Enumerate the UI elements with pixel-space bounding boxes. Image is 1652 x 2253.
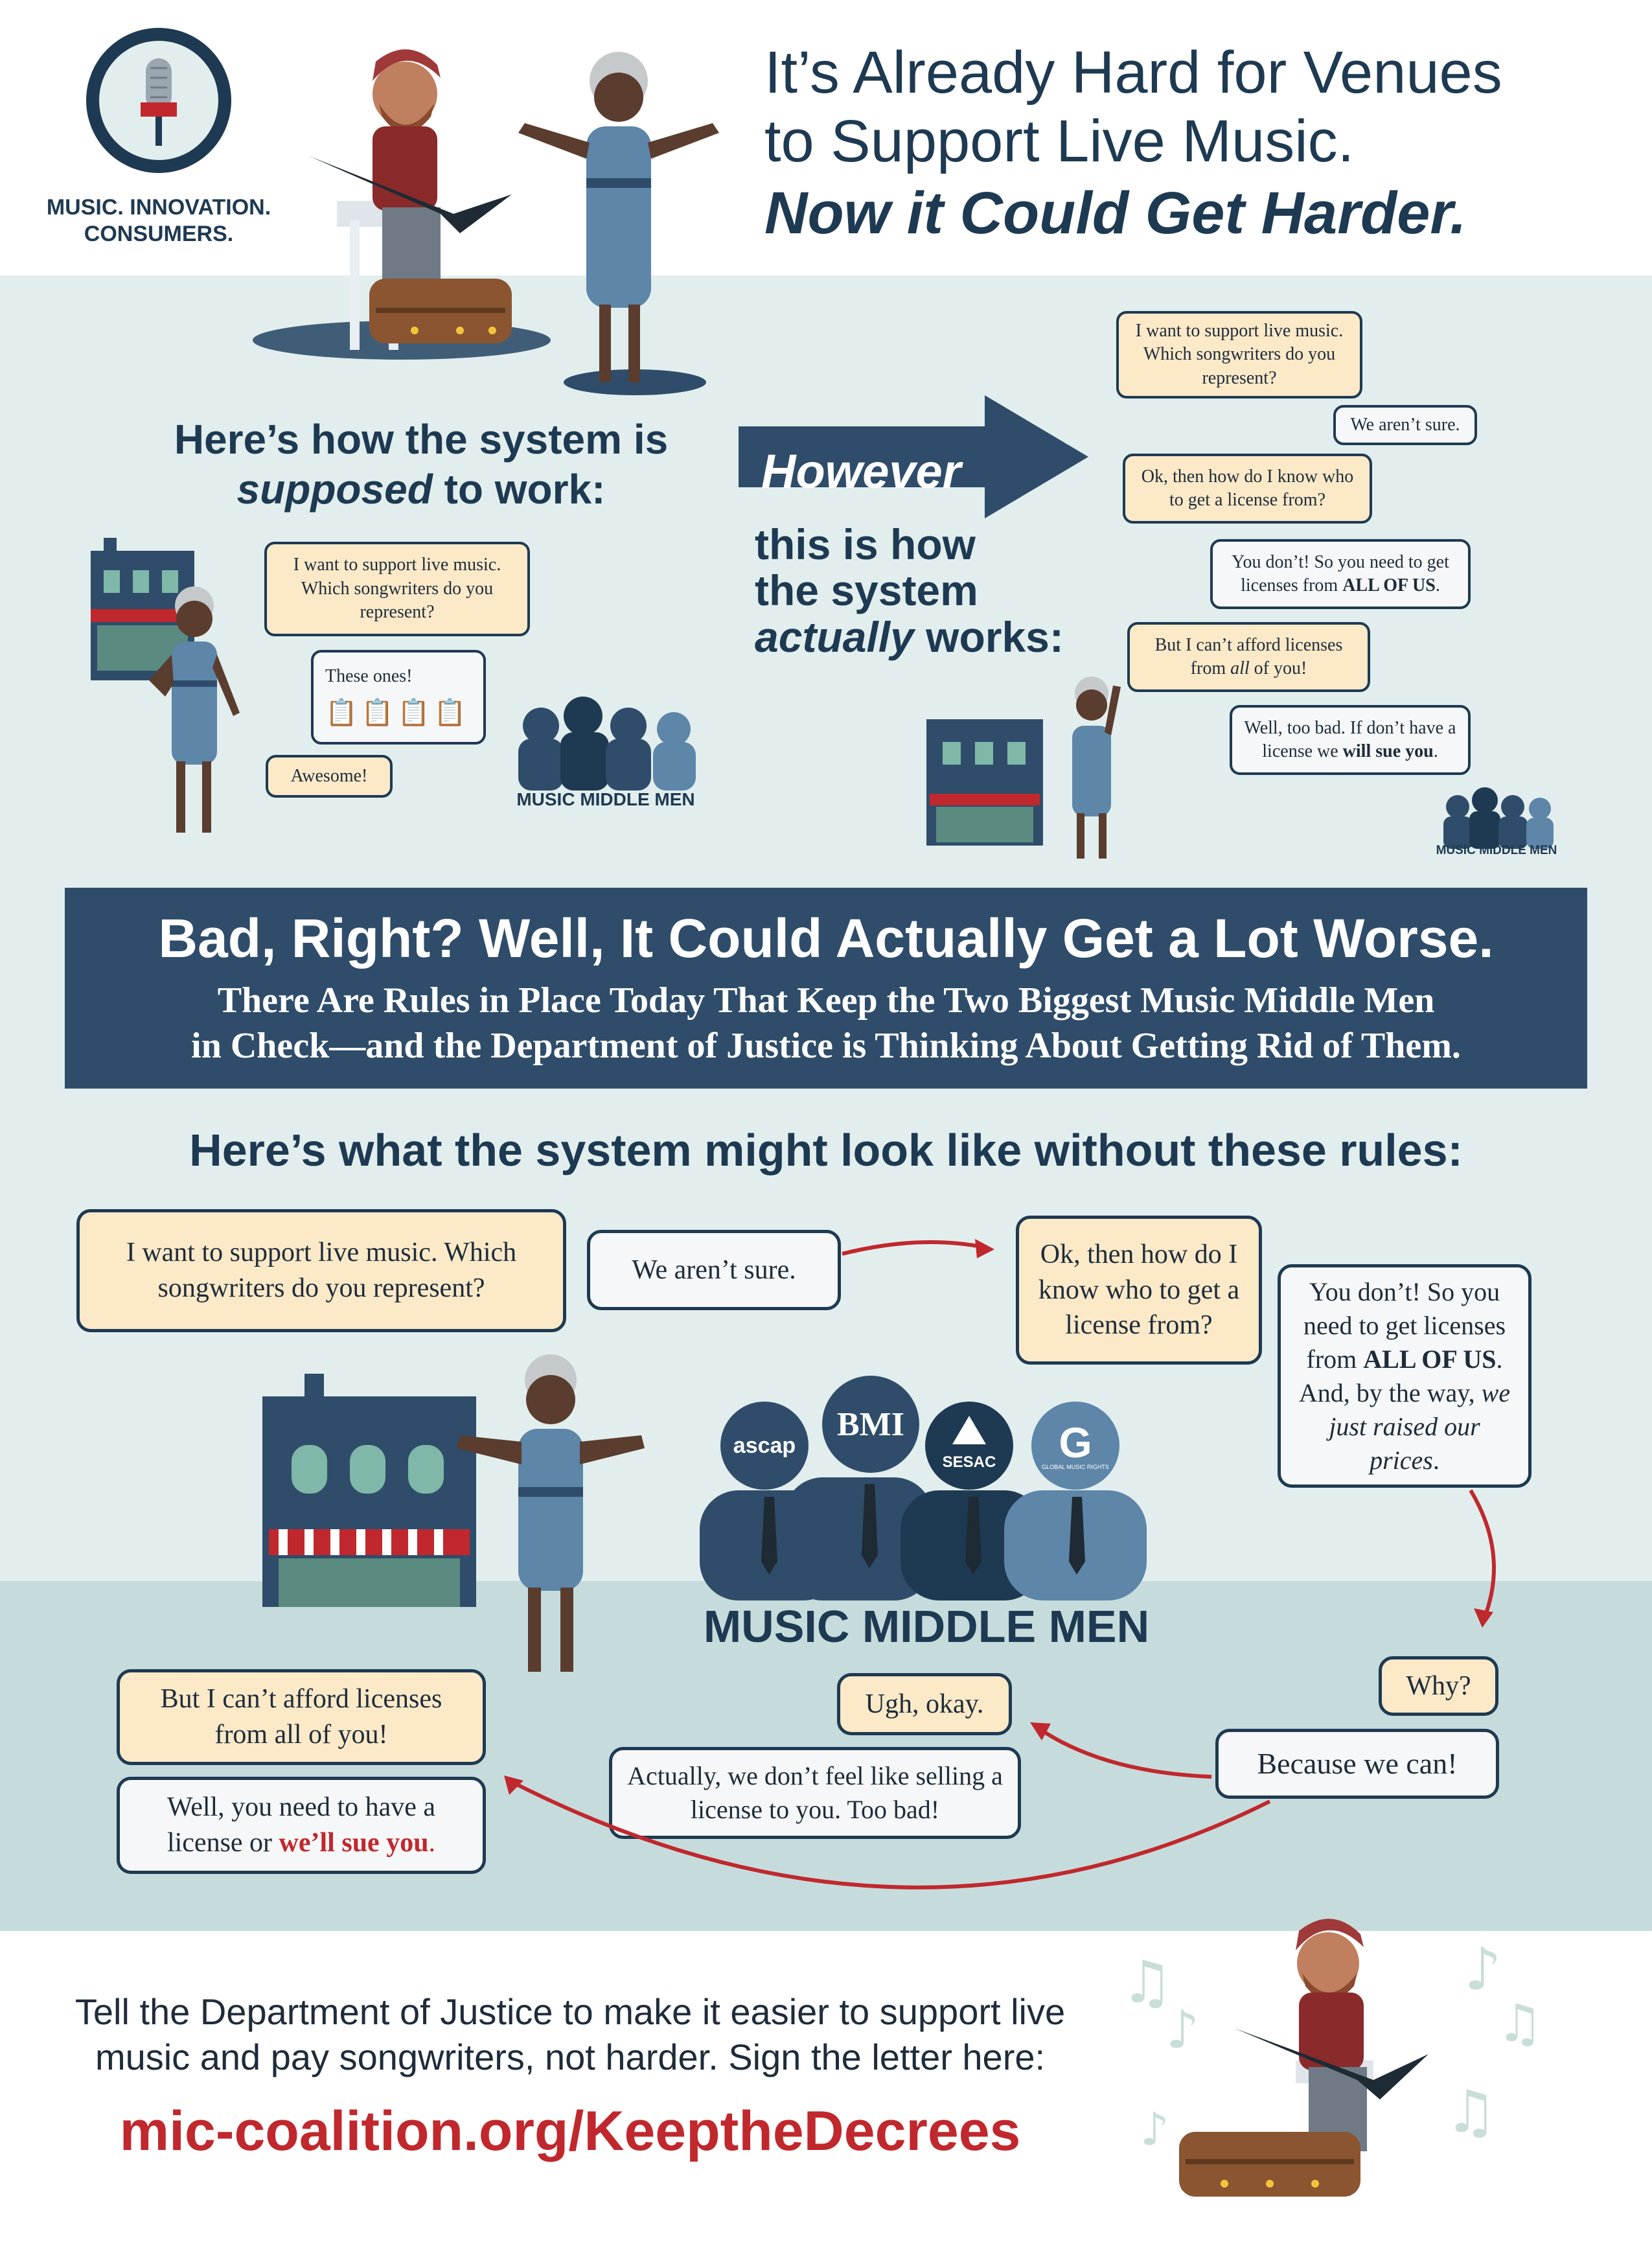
venue-owner-figure [1043,674,1140,862]
org-logo-bmi: BMI [822,1376,919,1473]
sue-text-a: Well, too bad. If don’t have a license w… [1244,717,1456,761]
banner-subtitle: There Are Rules in Place Today That Keep… [65,978,1587,1069]
raised-prices-text-a: You don’t! So you need to get licenses f… [1303,1277,1506,1374]
raised-prices-text-bold: ALL OF US [1363,1344,1497,1374]
clipboard-check-icon: 📋 [361,698,398,728]
supposed-heading-line1: Here’s how the system is [174,416,669,463]
middle-men-label-large: MUSIC MIDDLE MEN [703,1601,1150,1652]
mic-coalition-logo [78,26,240,188]
middle-men-group-tiny [1438,784,1558,849]
without-bubble-request: I want to support live music. Which song… [76,1209,566,1332]
supposed-emphasis: supposed [236,465,433,513]
svg-text:♪: ♪ [1140,2103,1169,2156]
supposed-heading: Here’s how the system is supposed to wor… [130,415,713,514]
page-title: It’s Already Hard for Venues to Support … [764,39,1633,251]
raised-prices-text-e: . [1432,1445,1440,1475]
however-label: However [761,445,961,498]
cant-afford-text-c: of you! [1249,658,1307,678]
without-bubble-cant-afford: But I can’t afford licenses from all of … [117,1669,486,1765]
raised-prices-text-em: we just raised our prices [1329,1378,1511,1475]
call-to-action-line1: Tell the Department of Justice to make i… [75,1991,1066,2032]
sesac-triangle-icon [952,1416,986,1444]
svg-text:♫: ♫ [1497,1993,1543,2053]
without-bubble-too-bad: Actually, we don’t feel like selling a l… [609,1747,1021,1839]
actually-heading-line1: this is how [755,520,976,568]
title-line1: It’s Already Hard for Venues [764,40,1502,106]
logo-tagline: MUSIC. INNOVATION. CONSUMERS. [26,194,292,248]
supposed-bubble-awesome: Awesome! [266,755,393,798]
without-bubble-why: Why? [1379,1656,1498,1716]
supposed-heading-rest: to work: [432,465,606,513]
actually-heading-rest: works: [913,612,1064,661]
without-bubble-because: Because we can! [1215,1729,1499,1799]
clipboard-check-icon: 📋 [397,698,434,728]
gmr-label: GLOBAL MUSIC RIGHTS [1042,1464,1109,1470]
banner-subtitle-line1: There Are Rules in Place Today That Keep… [217,980,1435,1021]
middle-men-label-small: MUSIC MIDDLE MEN [516,789,695,809]
logo-tagline-line1: MUSIC. INNOVATION. [46,195,271,220]
sue-large-text-a: Well, you need to have a license or [166,1792,436,1858]
warning-banner: Bad, Right? Well, It Could Actually Get … [65,888,1587,1089]
gmr-g-icon: G [1059,1418,1092,1466]
call-to-action-text: Tell the Department of Justice to make i… [39,1989,1101,2080]
document-icons: 📋📋📋📋 [325,696,470,730]
actually-heading-line2: the system [755,566,978,615]
svg-text:♫: ♫ [1121,1948,1173,2016]
sue-text-bold: will sue you [1342,741,1434,761]
musician-and-venue-owner-illustration [246,19,739,408]
these-ones-text: These ones! [325,665,413,686]
cant-afford-text-a: But I can’t afford licenses from [1154,634,1343,678]
without-bubble-not-sure: We aren’t sure. [587,1230,841,1310]
venue-building-large [259,1374,479,1607]
supposed-bubble-these-ones: These ones! 📋📋📋📋 [311,650,486,745]
without-bubble-sue: Well, you need to have a license or we’l… [117,1777,486,1874]
svg-text:♪: ♪ [1464,1935,1501,2004]
actually-bubble-not-sure: We aren’t sure. [1333,405,1477,445]
raised-prices-text-c: . And, by the way, [1298,1344,1503,1407]
org-logo-gmr: G GLOBAL MUSIC RIGHTS [1031,1402,1119,1490]
middle-men-group-large [700,1367,1147,1600]
actually-bubble-request: I want to support live music. Which song… [1116,311,1362,399]
middle-men-label-tiny: MUSIC MIDDLE MEN [1436,844,1557,857]
svg-text:♪: ♪ [1166,2000,1199,2060]
clipboard-check-icon: 📋 [433,698,470,728]
actually-bubble-sue: Well, too bad. If don’t have a license w… [1230,705,1471,775]
without-bubble-ugh: Ugh, okay. [837,1673,1012,1735]
logo-tagline-line2: CONSUMERS. [84,221,234,246]
venue-owner-figure [136,583,253,842]
guitarist-illustration-footer: ♫ ♪ ♪ ♫ ♫ ♪ [1101,1892,1568,2229]
actually-heading: this is how the system actually works: [755,520,1064,661]
sesac-label: SESAC [942,1453,996,1471]
venue-building-icon [923,710,1046,846]
without-heading: Here’s what the system might look like w… [189,1125,1463,1175]
actually-emphasis: actually [755,612,914,661]
call-to-action-line2: music and pay songwriters, not harder. S… [95,2037,1046,2077]
banner-subtitle-line2: in Check—and the Department of Justice i… [191,1026,1461,1066]
banner-title: Bad, Right? Well, It Could Actually Get … [158,908,1494,969]
all-of-us-text-c: . [1435,575,1440,595]
middle-men-group-small [512,693,706,791]
actually-bubble-all-of-us: You don’t! So you need to get licenses f… [1210,539,1471,609]
venue-owner-figure-large [447,1351,654,1675]
org-logo-ascap: ascap [720,1402,809,1490]
title-line3: Now it Could Get Harder. [764,179,1467,246]
sue-text-c: . [1433,741,1438,761]
title-line2: to Support Live Music. [764,108,1355,174]
all-of-us-text-bold: ALL OF US [1342,575,1436,595]
org-logo-sesac: SESAC [925,1402,1013,1490]
all-of-us-text-a: You don’t! So you need to get licenses f… [1232,551,1449,595]
sue-large-text-bold: we’ll sue you [279,1828,429,1858]
petition-link[interactable]: mic-coalition.org/KeeptheDecrees [119,2100,1021,2162]
clipboard-check-icon: 📋 [325,698,361,728]
without-bubble-how-know: Ok, then how do I know who to get a lice… [1016,1216,1262,1365]
supposed-bubble-request: I want to support live music. Which song… [264,542,530,636]
actually-bubble-cant-afford: But I can’t afford licenses from all of … [1127,622,1370,692]
cant-afford-text-em: all [1230,658,1250,678]
actually-bubble-how-know: Ok, then how do I know who to get a lice… [1123,454,1372,524]
however-arrow [739,395,1088,518]
sue-large-text-c: . [428,1828,436,1858]
svg-text:♫: ♫ [1445,2078,1497,2146]
without-bubble-raised-prices: You don’t! So you need to get licenses f… [1278,1264,1532,1488]
